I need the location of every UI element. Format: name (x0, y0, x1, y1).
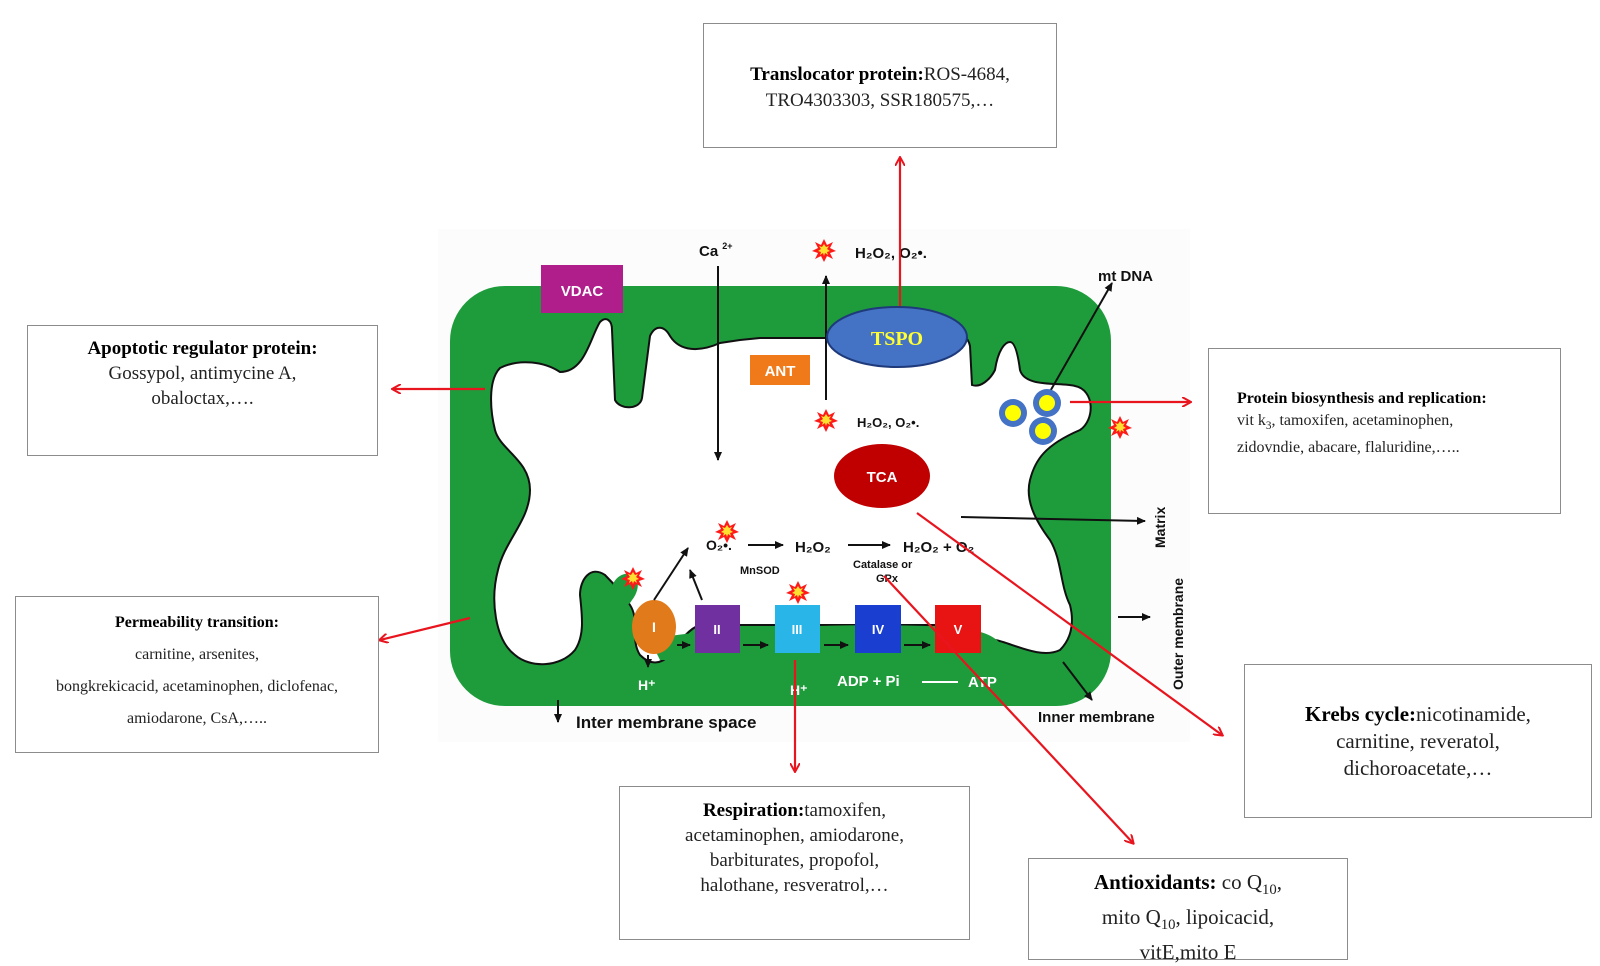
complex-ii (695, 605, 740, 653)
ant-label: ANT (765, 363, 796, 380)
krebs-box: Krebs cycle:nicotinamide, carnitine, rev… (1244, 664, 1592, 818)
complex-iii (775, 605, 820, 653)
water-oxygen-label: H₂O₂ + O₂ (903, 539, 974, 556)
proton-label-1: H⁺ (638, 677, 656, 693)
antioxidants-box: Antioxidants: co Q10, mito Q10, lipoicac… (1028, 858, 1348, 964)
complex-i-ros-arrow (653, 547, 689, 601)
protein-title: Protein biosynthesis and replication: (1237, 390, 1487, 407)
inner-membrane-label: Inner membrane (1038, 709, 1155, 726)
permeability-line2: bongkrekicacid, acetaminophen, diclofena… (55, 678, 339, 695)
krebs-line3: dichoroacetate,… (1343, 756, 1493, 780)
antioxidants-red-arrow (883, 575, 1133, 843)
tspo-protein (826, 306, 968, 368)
complex-iv-label: IV (872, 622, 885, 637)
mnsod-label: MnSOD (740, 565, 780, 577)
vdac-channel (541, 265, 623, 313)
permeability-red-arrow (380, 616, 471, 640)
mtdna-label: mt DNA (1098, 268, 1153, 285)
tca-cycle (834, 444, 930, 508)
translocator-line2: TRO4303303, SSR180575,… (765, 90, 995, 111)
krebs-line1: nicotinamide, (1416, 702, 1531, 726)
translocator-line1: ROS-4684, (923, 64, 1010, 85)
krebs-red-arrow (916, 512, 1222, 735)
permeability-line1: carnitine, arsenites, (135, 646, 259, 663)
krebs-line2: carnitine, reveratol, (1336, 729, 1500, 753)
respiration-line3: barbiturates, propofol, (709, 850, 880, 871)
proton-label-2: H⁺ (790, 682, 808, 698)
ros-top-label: H₂O₂, O₂•. (855, 245, 927, 262)
krebs-title: Krebs cycle: (1305, 702, 1417, 726)
mtdna-arrow (1047, 282, 1113, 396)
vdac-label: VDAC (561, 283, 604, 300)
complex-iv (855, 605, 901, 653)
respiration-line1: tamoxifen, (804, 800, 887, 821)
matrix-label: Matrix (1152, 507, 1168, 548)
complex-i-label: I (652, 619, 656, 635)
antioxidants-line2: mito Q10, lipoicacid, (1101, 905, 1275, 934)
respiration-title: Respiration: (702, 800, 805, 821)
intermembrane-label: Inter membrane space (576, 713, 756, 732)
protein-box: Protein biosynthesis and replication: vi… (1208, 348, 1561, 514)
complex-v (935, 605, 981, 653)
outer-membrane-label: Outer membrane (1170, 578, 1186, 690)
antioxidants-line3: vitE,mito E (1139, 940, 1237, 965)
ros-burst-icon (1108, 416, 1132, 439)
translocator-title: Translocator protein: (750, 64, 924, 85)
h2o2-label: H₂O₂ (795, 539, 831, 556)
complex-ii-label: II (713, 622, 720, 637)
matrix-arrow (960, 516, 1146, 525)
complex-iii-label: III (792, 622, 803, 637)
mtdna-circles (999, 389, 1061, 445)
tca-label: TCA (867, 469, 898, 486)
permeability-line3: amiodarone, CsA,….. (127, 710, 267, 727)
catalase-label: Catalase or (853, 559, 913, 571)
antioxidants-line1: Antioxidants: co Q10, (1094, 870, 1282, 899)
ros-burst-icon (786, 581, 810, 604)
translocator-box: Translocator protein:ROS-4684, TRO430330… (703, 23, 1057, 148)
complex-i (632, 600, 676, 654)
ros-burst-icon (812, 239, 836, 262)
ros-mid-label: H₂O₂, O₂•. (857, 415, 919, 430)
complex-ii-ros-arrow (689, 569, 703, 601)
apoptotic-box: Apoptotic regulator protein: Gossypol, a… (27, 325, 378, 456)
ant-carrier (750, 355, 810, 385)
ros-burst-icon (621, 567, 645, 590)
apoptotic-title: Apoptotic regulator protein: (87, 338, 318, 359)
apoptotic-line1: Gossypol, antimycine A, (108, 363, 297, 384)
permeability-box: Permeability transition: carnitine, arse… (15, 596, 379, 753)
respiration-line4: halothane, resveratrol,… (700, 875, 889, 896)
complex-v-label: V (954, 622, 963, 637)
inner-membrane-arrow (1062, 661, 1093, 701)
tspo-label: TSPO (871, 328, 923, 350)
superoxide-label: O₂•. (706, 537, 732, 553)
permeability-title: Permeability transition: (115, 614, 279, 631)
ros-burst-icon (814, 409, 838, 432)
protein-line2: zidovndie, abacare, flaluridine,….. (1237, 439, 1460, 457)
protein-line1: vit k3, tamoxifen, acetaminophen, (1237, 412, 1454, 433)
apoptotic-line2: obaloctax,…. (151, 388, 254, 409)
respiration-line2: acetaminophen, amiodarone, (685, 825, 904, 846)
adp-label: ADP + Pi (837, 673, 900, 690)
respiration-box: Respiration:tamoxifen, acetaminophen, am… (619, 786, 970, 940)
